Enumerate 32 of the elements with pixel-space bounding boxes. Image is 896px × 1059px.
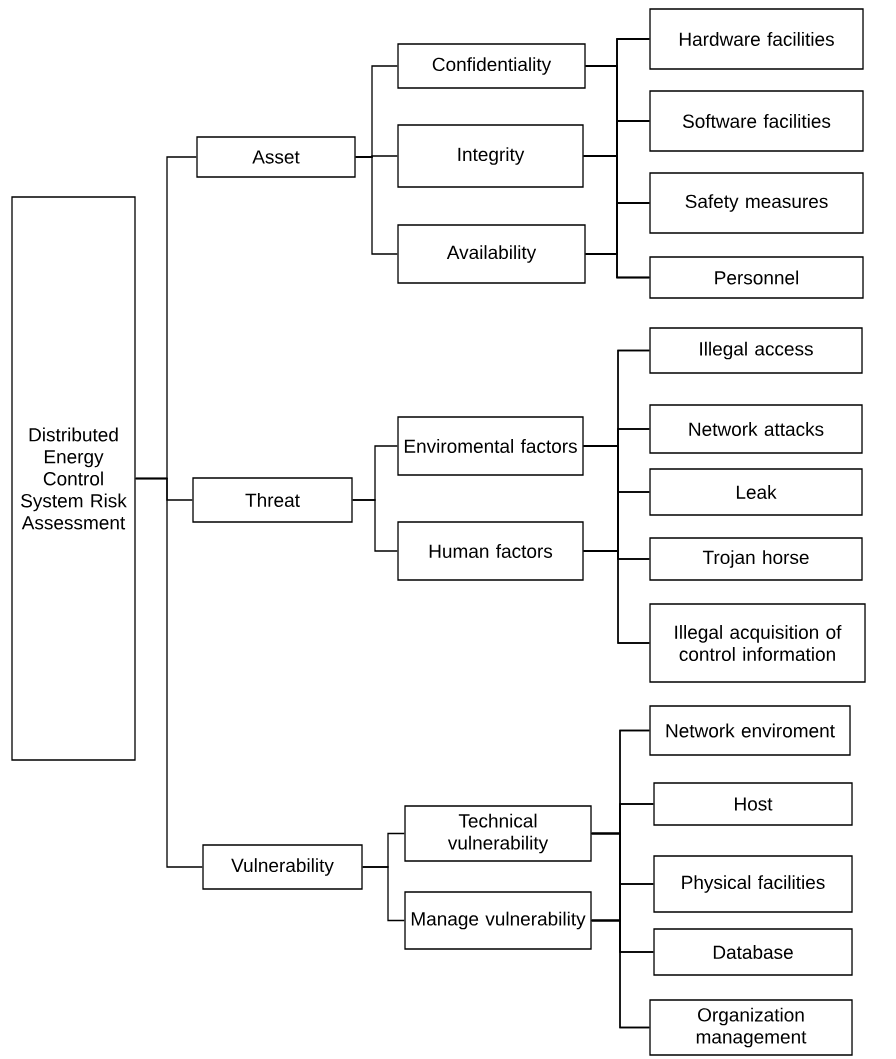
- item-box: Software facilities: [649, 90, 864, 152]
- item-box: Trojan horse: [649, 537, 863, 581]
- connector: [585, 253, 650, 279]
- category-box: Asset: [196, 136, 356, 178]
- connector: [362, 866, 405, 922]
- connector: [135, 477, 203, 868]
- root-box: Distributed Energy Control System Risk Assessment: [11, 196, 136, 761]
- subcategory-box: Technical vulnerability: [404, 805, 592, 862]
- subcategory-box: Availability: [397, 224, 586, 284]
- item-box: Personnel: [649, 256, 864, 299]
- item-box: Safety measures: [649, 172, 864, 234]
- subcategory-box: Integrity: [397, 124, 584, 188]
- subcategory-box: Manage vulnerability: [404, 891, 592, 950]
- connector: [583, 550, 650, 644]
- subcategory-box: Enviromental factors: [397, 416, 584, 476]
- item-box: Illegal acquisition of control information: [649, 603, 866, 683]
- item-box: Hardware facilities: [649, 8, 864, 70]
- item-box: Host: [653, 782, 853, 826]
- item-box: Network enviroment: [649, 705, 851, 756]
- item-box: Illegal access: [649, 327, 863, 374]
- subcategory-box: Human factors: [397, 521, 584, 581]
- subcategory-box: Confidentiality: [397, 43, 586, 89]
- item-box: Leak: [649, 468, 863, 516]
- connector: [352, 499, 398, 552]
- item-box: Organization management: [649, 999, 853, 1056]
- item-box: Database: [653, 928, 853, 976]
- connector: [355, 156, 398, 255]
- item-box: Network attacks: [649, 404, 863, 454]
- category-box: Threat: [192, 477, 353, 523]
- item-box: Physical facilities: [653, 855, 853, 913]
- connector: [591, 919, 650, 1029]
- category-box: Vulnerability: [202, 844, 363, 890]
